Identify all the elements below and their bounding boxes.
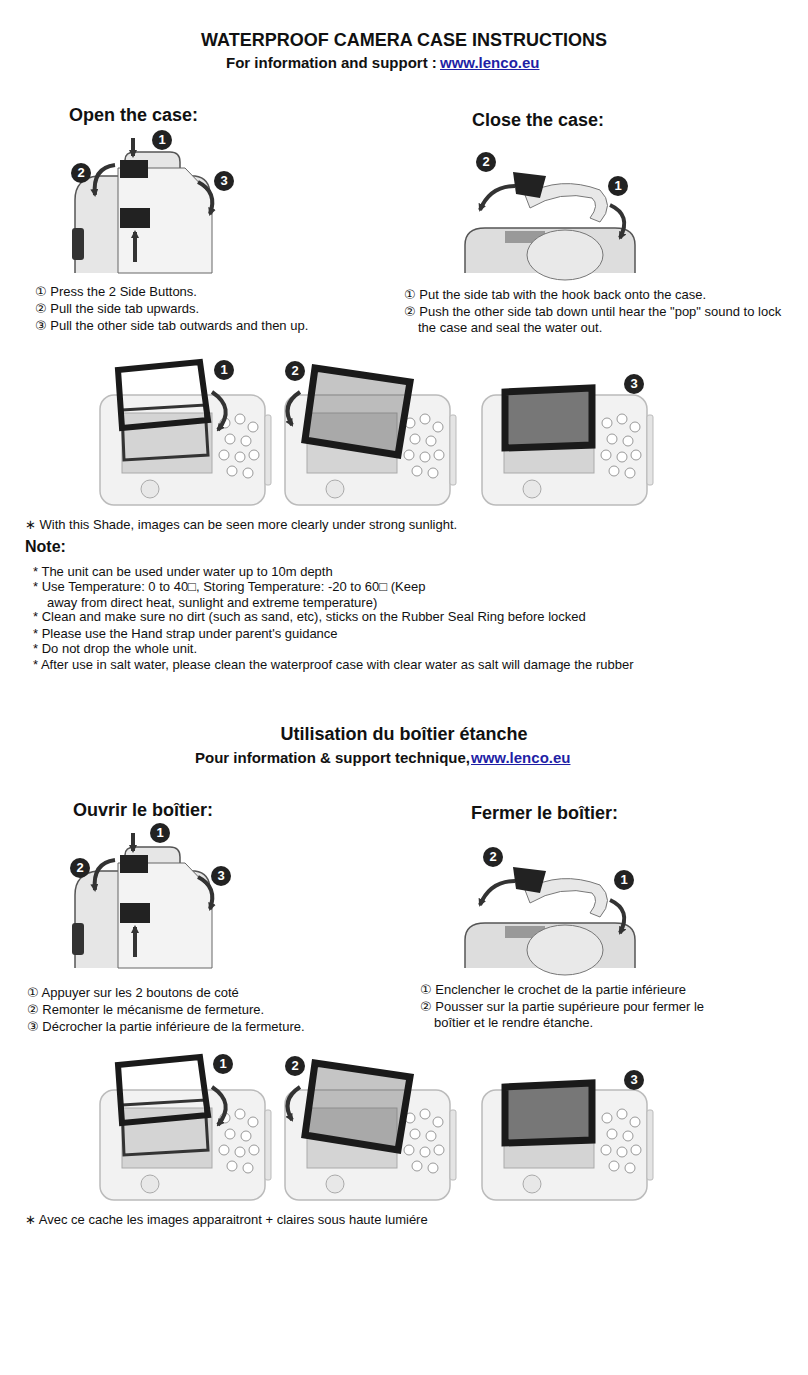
instruction-text: * After use in salt water, please clean … [33, 657, 633, 673]
callout-number: 3 [624, 374, 644, 394]
callout-number: 1 [608, 176, 628, 196]
section-heading: Ouvrir le boîtier: [73, 800, 213, 820]
callout-number: 1 [214, 360, 234, 380]
instruction-text: ① Press the 2 Side Buttons. [35, 284, 197, 300]
callout-number: 1 [614, 870, 634, 890]
instruction-text: * Do not drop the whole unit. [33, 641, 197, 657]
section-heading: Fermer le boîtier: [471, 803, 618, 823]
page-title: WATERPROOF CAMERA CASE INSTRUCTIONS [0, 30, 808, 50]
support-line: Pour information & support technique, [195, 749, 470, 766]
instruction-text: ① Put the side tab with the hook back on… [404, 287, 706, 303]
instruction-text: ② Pull the side tab upwards. [35, 301, 199, 317]
instruction-text: ③ Pull the other side tab outwards and t… [35, 318, 308, 334]
instruction-text: ③ Décrocher la partie inférieure de la f… [27, 1019, 305, 1035]
instruction-text: ∗ With this Shade, images can be seen mo… [25, 517, 457, 533]
callout-number: 1 [152, 130, 172, 150]
instruction-text: ∗ Avec ce cache les images apparaitront … [25, 1212, 428, 1228]
support-line: For information and support : [226, 54, 437, 71]
support-link: www.lenco.eu [471, 749, 570, 766]
instruction-text: * Use Temperature: 0 to 40□, Storing Tem… [33, 579, 451, 611]
section-heading: Close the case: [472, 110, 604, 130]
section-heading: Open the case: [69, 105, 198, 125]
callout-number: 2 [285, 361, 305, 381]
instruction-text: ① Appuyer sur les 2 boutons de coté [27, 985, 239, 1001]
callout-number: 3 [211, 866, 231, 886]
instruction-text: ② Remonter le mécanisme de fermeture. [27, 1002, 264, 1018]
section-title: Utilisation du boîtier étanche [0, 724, 808, 744]
callout-number: 1 [213, 1054, 233, 1074]
callout-number: 2 [71, 163, 91, 183]
instruction-text: ② Push the other side tab down until hea… [404, 304, 786, 336]
support-link: www.lenco.eu [440, 54, 539, 71]
instruction-text: ② Pousser sur la partie supérieure pour … [420, 999, 720, 1031]
callout-number: 3 [624, 1070, 644, 1090]
note-heading: Note: [25, 538, 66, 556]
callout-number: 1 [150, 823, 170, 843]
callout-number: 2 [476, 152, 496, 172]
instruction-text: * The unit can be used under water up to… [33, 564, 333, 580]
callout-number: 3 [214, 171, 234, 191]
instruction-text: * Please use the Hand strap under parent… [33, 626, 338, 642]
instruction-text: * Clean and make sure no dirt (such as s… [33, 609, 586, 625]
callout-number: 2 [285, 1056, 305, 1076]
callout-number: 2 [70, 858, 90, 878]
callout-number: 2 [483, 847, 503, 867]
instruction-text: ① Enclencher le crochet de la partie inf… [420, 982, 686, 998]
